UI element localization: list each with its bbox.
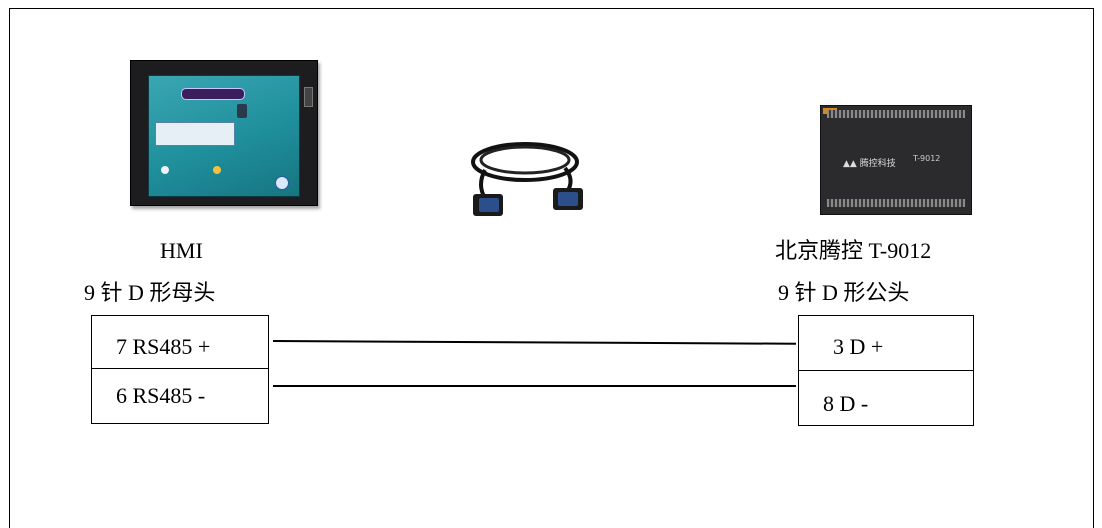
controller-model-label: T-9012 [913, 154, 941, 163]
right-pin-box-2: 8 D - [798, 370, 974, 426]
left-pin-label-1: 7 RS485 + [116, 334, 211, 359]
left-connector-type: 9 针 D 形母头 [84, 280, 216, 305]
left-pin-label-2: 6 RS485 - [116, 383, 206, 408]
io-controller-icon: ▲▲ 腾控科技 T-9012 [820, 105, 972, 215]
wire-rs485-minus [273, 385, 796, 387]
right-connector-type: 9 针 D 形公头 [778, 280, 910, 305]
controller-brand-logo: ▲▲ 腾控科技 [843, 159, 896, 169]
hmi-screen [148, 75, 300, 197]
hmi-screen-icon-a [161, 166, 169, 174]
hmi-screen-icon-c [275, 176, 289, 190]
right-pin-box-1: 3 D + [798, 315, 974, 371]
hmi-side-indicator [304, 87, 313, 107]
hmi-screen-banner [181, 88, 245, 100]
right-pin-label-1: 3 D + [833, 334, 884, 359]
hmi-screen-panel [155, 122, 235, 146]
controller-top-terminals [827, 110, 965, 118]
right-pin-label-2: 8 D - [823, 391, 869, 416]
hmi-touchscreen-icon [130, 60, 318, 206]
left-pin-box-1: 7 RS485 + [91, 315, 269, 369]
db9-serial-cable-icon [471, 142, 583, 216]
diagram-frame [9, 8, 1094, 528]
left-pin-box-2: 6 RS485 - [91, 368, 269, 424]
right-device-name: 北京腾控 T-9012 [775, 238, 932, 263]
controller-bottom-terminals [827, 199, 965, 207]
hmi-screen-icon-d [237, 104, 247, 118]
hmi-screen-icon-b [213, 166, 221, 174]
left-device-name: HMI [160, 238, 203, 263]
